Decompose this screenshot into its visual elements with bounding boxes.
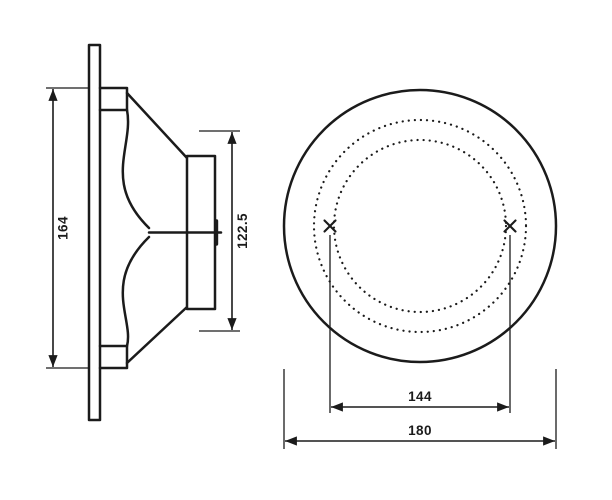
height-dimension: 164 — [46, 87, 89, 369]
bottom-mounting-flange — [98, 344, 129, 370]
front-view: 144 180 — [282, 88, 558, 449]
outer-diameter-dim-label: 180 — [408, 423, 432, 438]
cutout-dotted-circle — [312, 118, 528, 334]
mounting-hole-marker-left — [323, 219, 337, 233]
outer-diameter-dimension: 180 — [283, 369, 557, 449]
side-view: 164 122.5 — [46, 43, 250, 422]
mounting-hole-marker-right — [503, 219, 517, 233]
top-mounting-flange — [98, 86, 129, 112]
horn-profile-top — [121, 108, 151, 230]
x-mark-stroke — [323, 219, 337, 233]
horn-profile-bottom — [121, 235, 151, 348]
inner-dotted-circle — [332, 138, 508, 314]
depth-dimension: 122.5 — [199, 130, 250, 332]
side-height-dim-label: 164 — [56, 216, 71, 240]
cone-wall-top — [125, 91, 189, 160]
cone-wall-bottom — [125, 305, 189, 365]
outer-rim-circle — [282, 88, 558, 364]
bolt-circle-dim-label: 144 — [408, 389, 432, 404]
bolt-circle-dimension: 144 — [329, 235, 511, 413]
wall-panel-section — [87, 43, 102, 422]
side-depth-dim-label: 122.5 — [235, 213, 250, 249]
x-mark-stroke — [503, 219, 517, 233]
